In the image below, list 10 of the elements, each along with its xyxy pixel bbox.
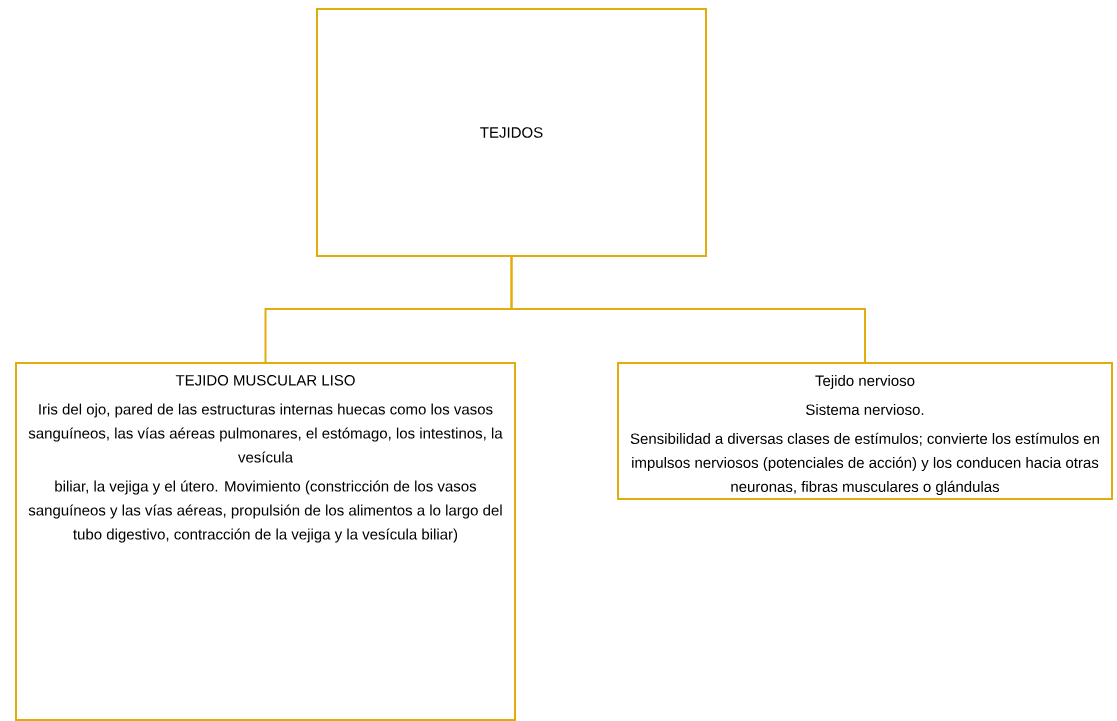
title-box — [316, 8, 707, 257]
title-text: TEJIDOS — [480, 127, 543, 138]
box-text: biliar, la vejiga y el útero. Movimiento (constricción de los vasos sanguíneos y las vías aéreas, propulsión de los alimentos a lo largo del tubo digestivo, contracción de la vejiga y la vesícula biliar) — [28, 480, 502, 543]
connector-line — [510, 256, 866, 363]
box-heading: TEJIDO MUSCULAR LISO — [175, 375, 355, 386]
box-text: Sistema nervioso. — [806, 404, 924, 415]
box-heading: Tejido nervioso — [815, 375, 915, 389]
text-box — [15, 362, 516, 721]
box-text: Sensibilidad a diversas clases de estímulos; convierte los estímulos en impulsos nerviosos (potenciales de acción) y los conducen hacia otras neuronas, fibras musculares o glándulas — [630, 432, 1099, 495]
text-box — [617, 362, 1113, 500]
